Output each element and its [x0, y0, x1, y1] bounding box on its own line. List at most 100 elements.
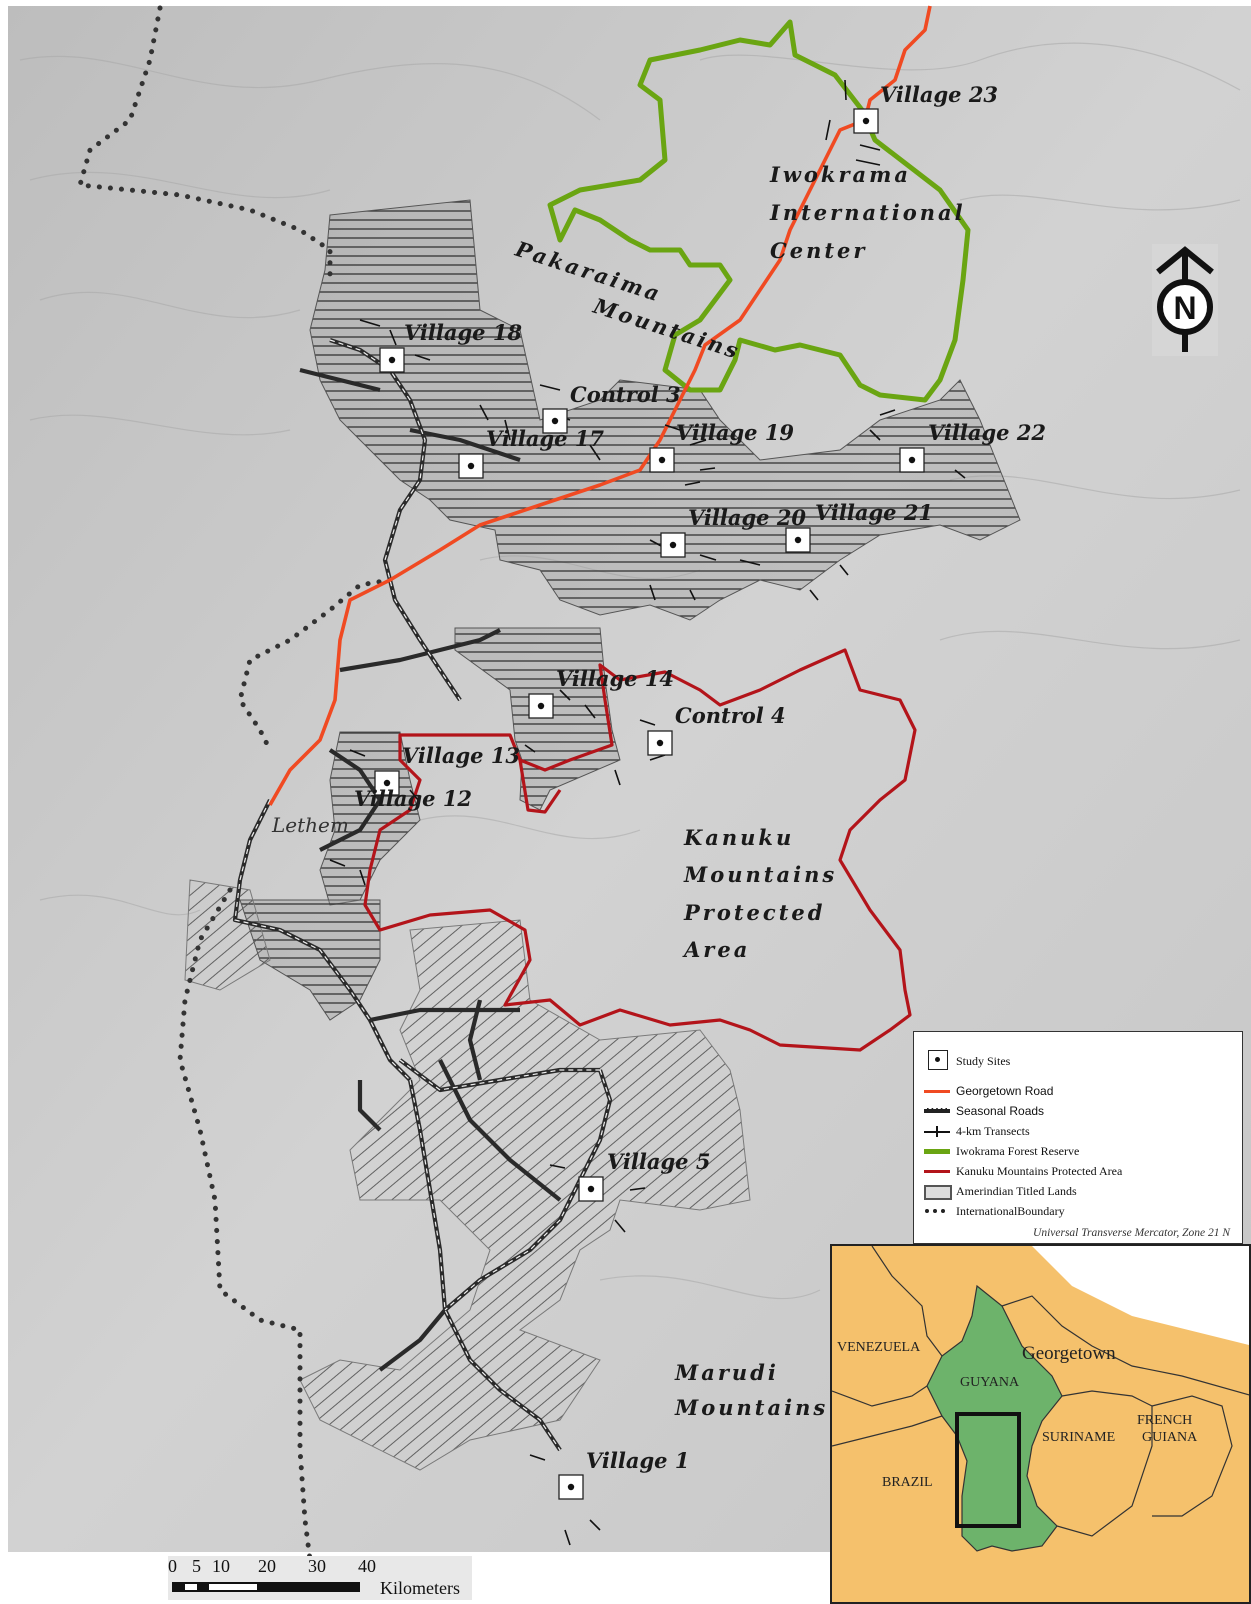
scale-tick: 20: [258, 1556, 276, 1576]
scale-bar-graphic: [172, 1582, 360, 1592]
legend-label: Iwokrama Forest Reserve: [956, 1143, 1080, 1158]
region-label-iwokrama: Iwokrama International Center: [769, 162, 966, 263]
study-site-dot: [467, 462, 475, 470]
svg-text:Area: Area: [682, 937, 750, 962]
inset-label-guiana: GUIANA: [1142, 1430, 1198, 1445]
transect-icon: [924, 1124, 950, 1138]
svg-text:Protected: Protected: [683, 900, 825, 925]
scale-tick: 30: [308, 1556, 326, 1576]
legend-item-study-sites: Study Sites: [924, 1050, 1011, 1070]
international-boundary: [76, 5, 393, 1563]
site-label-v19: Village 19: [676, 420, 794, 445]
study-sites: [374, 108, 925, 1500]
projection-note: Universal Transverse Mercator, Zone 21 N: [1033, 1227, 1230, 1239]
legend-label: 4-km Transects: [956, 1123, 1030, 1138]
legend-label: Amerindian Titled Lands: [956, 1183, 1077, 1198]
legend-label: Kanuku Mountains Protected Area: [956, 1163, 1123, 1178]
site-label-v12: Village 12: [354, 786, 472, 811]
svg-text:Iwokrama: Iwokrama: [769, 162, 911, 187]
legend-item-transects: 4-km Transects: [924, 1122, 1030, 1140]
region-label-marudi: Marudi Mountains: [674, 1360, 828, 1420]
legend-item-titled-lands: Amerindian Titled Lands: [924, 1182, 1077, 1200]
site-labels: Village 23 Village 18 Control 3 Village 17 V…: [354, 82, 1046, 1473]
seasonal-road-icon: [924, 1104, 950, 1118]
region-label-kanuku: Kanuku Mountains Protected Area: [682, 825, 837, 962]
svg-text:Center: Center: [770, 238, 867, 263]
site-label-v23: Village 23: [880, 82, 998, 107]
transects: [329, 79, 966, 1546]
north-arrow: N: [1152, 244, 1218, 356]
inset-label-venezuela: VENEZUELA: [837, 1340, 921, 1355]
site-label-c4: Control 4: [675, 703, 786, 728]
site-label-v21: Village 21: [815, 500, 933, 525]
inset-label-suriname: SURINAME: [1042, 1430, 1115, 1445]
scale-bar: 0 5 10 20 30 40 Kilometers: [168, 1556, 472, 1600]
scale-tick: 5: [192, 1556, 201, 1576]
scale-tick: 0: [168, 1556, 177, 1576]
inset-label-georgetown: Georgetown: [1022, 1343, 1116, 1364]
site-label-v18: Village 18: [404, 320, 522, 345]
scale-unit: Kilometers: [380, 1578, 460, 1598]
study-site-dot: [383, 779, 391, 787]
site-label-v1: Village 1: [586, 1448, 689, 1473]
guyana-shape: [926, 1284, 1063, 1552]
legend-item-seasonal-roads: Seasonal Roads: [924, 1102, 1044, 1120]
svg-text:Kanuku: Kanuku: [683, 825, 794, 850]
svg-text:Mountains: Mountains: [683, 862, 837, 887]
inset-label-guyana: GUYANA: [960, 1375, 1020, 1390]
site-label-v13: Village 13: [402, 743, 520, 768]
study-site-dot: [537, 702, 545, 710]
scale-tick: 40: [358, 1556, 376, 1576]
legend-item-iwokrama: Iwokrama Forest Reserve: [924, 1142, 1079, 1160]
titled-lands-icon: [924, 1184, 952, 1200]
country-borders: [832, 1246, 1249, 1537]
study-site-dot: [669, 541, 677, 549]
legend-label: Study Sites: [956, 1053, 1011, 1068]
study-site-dot: [862, 117, 870, 125]
iwokrama-reserve-boundary: [547, 19, 971, 403]
study-site-icon: [924, 1050, 950, 1070]
scale-tick: 10: [212, 1556, 230, 1576]
ocean: [872, 1246, 1249, 1346]
study-site-dot: [551, 417, 559, 425]
road-line-icon: [924, 1084, 950, 1098]
study-area-box: [955, 1412, 1021, 1528]
site-label-v5: Village 5: [607, 1149, 710, 1174]
study-site-dot: [656, 739, 664, 747]
north-letter: N: [1173, 290, 1196, 326]
inset-label-brazil: BRAZIL: [882, 1475, 933, 1490]
legend-label: InternationalBoundary: [956, 1203, 1065, 1218]
inset-label-french: FRENCH: [1137, 1413, 1192, 1428]
study-site-dot: [658, 456, 666, 464]
study-site-dot: [794, 536, 802, 544]
site-label-v20: Village 20: [688, 505, 806, 530]
legend-item-kanuku: Kanuku Mountains Protected Area: [924, 1162, 1122, 1180]
site-label-c3: Control 3: [570, 382, 681, 407]
svg-text:Marudi: Marudi: [674, 1360, 779, 1385]
site-label-v22: Village 22: [928, 420, 1046, 445]
protected-area-line-icon: [924, 1164, 950, 1178]
study-site-dot: [567, 1483, 575, 1491]
reserve-line-icon: [924, 1144, 950, 1158]
legend-item-boundary: InternationalBoundary: [924, 1202, 1065, 1220]
site-label-v17: Village 17: [486, 426, 604, 451]
svg-text:Mountains: Mountains: [674, 1395, 828, 1420]
terrain-texture: [19, 42, 1241, 1300]
map-legend: Study Sites Georgetown Road Seasonal Roa…: [913, 1031, 1243, 1244]
titled-lands-south: [184, 879, 751, 1471]
boundary-dots-icon: [924, 1204, 950, 1218]
study-site-dot: [388, 356, 396, 364]
town-label-lethem: Lethem: [271, 813, 349, 837]
legend-label: Seasonal Roads: [956, 1104, 1045, 1118]
inset-map: VENEZUELA GUYANA SURINAME FRENCH GUIANA …: [830, 1244, 1251, 1604]
study-site-dot: [587, 1185, 595, 1193]
study-site-dot: [908, 456, 916, 464]
site-label-v14: Village 14: [556, 666, 674, 691]
study-site-marker: [853, 108, 879, 134]
legend-item-georgetown-road: Georgetown Road: [924, 1082, 1053, 1100]
study-site-marker: [647, 730, 673, 756]
kanuku-area-boundary: [363, 648, 917, 1052]
svg-text:International: International: [769, 200, 966, 225]
